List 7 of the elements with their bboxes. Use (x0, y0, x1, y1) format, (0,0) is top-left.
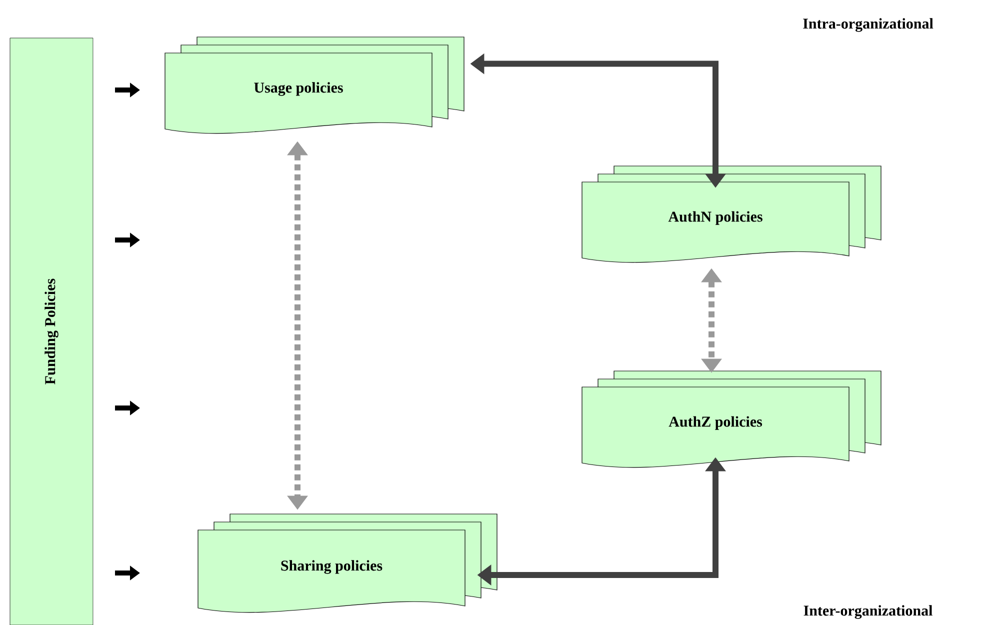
region-label: Intra-organizational (803, 18, 934, 32)
document-stack: AuthZ policies (582, 370, 882, 468)
document-stack: AuthN policies (582, 166, 882, 263)
document-stack: Sharing policies (198, 514, 498, 613)
document-stack: Usage policies (164, 36, 464, 134)
funding-band: Funding Policies (10, 38, 94, 625)
region-label: Inter-organizational (804, 605, 932, 619)
